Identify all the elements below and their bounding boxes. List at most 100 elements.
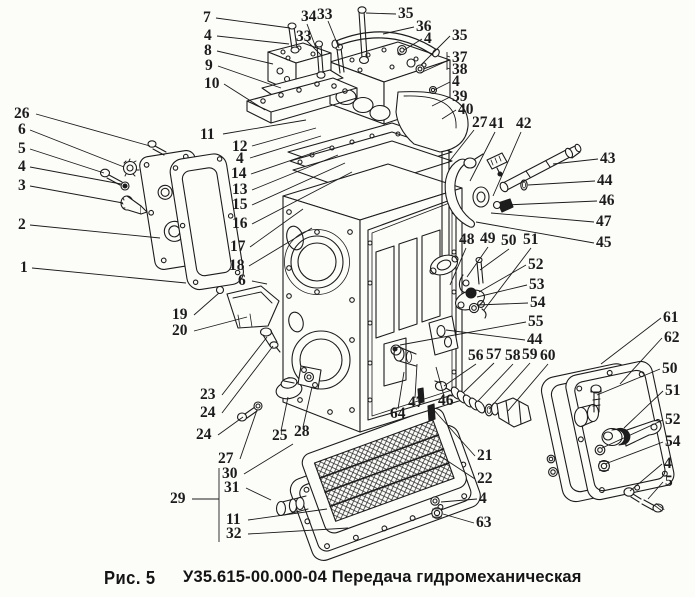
callout-9: 9 bbox=[205, 57, 213, 74]
callout-leader-11 bbox=[222, 119, 307, 135]
callout-leader-31 bbox=[245, 487, 272, 501]
callout-37: 37 bbox=[452, 49, 468, 66]
callout-leader-7 bbox=[215, 17, 291, 29]
callout-16: 16 bbox=[232, 215, 248, 232]
small-valve-block bbox=[246, 42, 358, 124]
callout-15: 15 bbox=[232, 196, 248, 213]
callout-44: 44 bbox=[527, 331, 543, 348]
callout-leader-25 bbox=[280, 396, 289, 432]
callout-leader-47 bbox=[490, 212, 595, 223]
breather-scoop bbox=[215, 285, 280, 329]
callout-leader-54 bbox=[476, 302, 529, 306]
callout-60: 60 bbox=[540, 347, 556, 364]
callout-33: 33 bbox=[317, 6, 333, 23]
left-small-fittings bbox=[99, 140, 167, 215]
callout-26: 26 bbox=[14, 105, 30, 122]
callout-leader-4 bbox=[29, 166, 122, 185]
callout-41: 41 bbox=[489, 115, 505, 132]
callout-14: 14 bbox=[231, 165, 247, 182]
callout-leader-57 bbox=[462, 362, 495, 394]
callout-46: 46 bbox=[599, 192, 615, 209]
callout-leader-17 bbox=[249, 208, 304, 248]
callout-bracket-1 bbox=[419, 60, 448, 74]
main-housing bbox=[282, 122, 463, 433]
callout-leader-21 bbox=[432, 408, 476, 457]
callout-leader-11 bbox=[247, 508, 328, 521]
callout-63: 63 bbox=[476, 514, 492, 531]
callout-leader-8 bbox=[216, 50, 274, 65]
callout-leader-50 bbox=[596, 368, 661, 396]
callout-leader-47 bbox=[414, 363, 418, 399]
callout-leader-51 bbox=[483, 247, 532, 311]
figure-number: Рис. 5 bbox=[104, 567, 156, 588]
suction-mesh-screen bbox=[301, 407, 467, 534]
callout-13: 13 bbox=[232, 181, 248, 198]
linkage-cluster bbox=[428, 254, 487, 356]
callout-42: 42 bbox=[516, 115, 532, 132]
shift-fork-assembly bbox=[441, 143, 582, 259]
callout-leader-4 bbox=[440, 498, 478, 503]
callout-1: 1 bbox=[20, 259, 28, 276]
callout-46: 46 bbox=[438, 392, 454, 409]
callout-24: 24 bbox=[196, 426, 212, 443]
left-gasket bbox=[169, 153, 244, 291]
callout-12: 12 bbox=[232, 138, 248, 155]
callout-leader-18 bbox=[248, 227, 313, 267]
callout-6: 6 bbox=[18, 121, 26, 138]
callout-7: 7 bbox=[203, 9, 211, 26]
callout-3: 3 bbox=[18, 177, 26, 194]
callout-58: 58 bbox=[505, 347, 521, 364]
callout-4: 4 bbox=[479, 490, 487, 507]
callout-64: 64 bbox=[390, 405, 406, 422]
callout-31: 31 bbox=[224, 479, 240, 496]
callout-5: 5 bbox=[665, 473, 673, 490]
callout-leader-16 bbox=[251, 171, 353, 225]
callout-27: 27 bbox=[472, 114, 488, 131]
callout-leader-6 bbox=[251, 280, 268, 285]
callout-leader-33 bbox=[327, 20, 340, 49]
callout-19: 19 bbox=[172, 306, 188, 323]
callout-29: 29 bbox=[170, 490, 186, 507]
callout-leader-6 bbox=[29, 129, 125, 168]
callout-leader-9 bbox=[217, 65, 282, 89]
callout-11: 11 bbox=[226, 511, 241, 528]
callout-61: 61 bbox=[663, 309, 679, 326]
cover-lever-assembly bbox=[546, 384, 665, 513]
callout-44: 44 bbox=[597, 172, 613, 189]
callout-leader-52 bbox=[478, 264, 527, 293]
callout-leader-62 bbox=[619, 337, 663, 385]
callout-leader-63 bbox=[442, 513, 475, 524]
callout-4: 4 bbox=[424, 30, 432, 47]
callout-leader-4 bbox=[216, 35, 290, 45]
callout-55: 55 bbox=[528, 313, 544, 330]
callout-4: 4 bbox=[664, 455, 672, 472]
callout-leader-36 bbox=[382, 26, 415, 35]
filler-plug-and-cover bbox=[275, 365, 322, 400]
callout-48: 48 bbox=[459, 231, 475, 248]
callout-leader-61 bbox=[600, 317, 662, 365]
callout-leader-27 bbox=[239, 409, 258, 460]
callout-4: 4 bbox=[204, 27, 212, 44]
callout-33: 33 bbox=[296, 28, 312, 45]
callout-38: 38 bbox=[452, 61, 468, 78]
callout-leader-23 bbox=[221, 336, 268, 396]
callout-leader-59 bbox=[488, 362, 531, 410]
callout-leader-37 bbox=[446, 55, 451, 58]
callout-leader-28 bbox=[302, 386, 313, 428]
callout-leader-30 bbox=[243, 443, 294, 475]
callout-leader-5 bbox=[647, 481, 664, 500]
upper-valve-manifold bbox=[329, 41, 469, 153]
callout-leader-35 bbox=[420, 35, 451, 66]
callout-57: 57 bbox=[486, 346, 502, 363]
callout-20: 20 bbox=[172, 322, 188, 339]
callout-leader-24 bbox=[221, 345, 274, 414]
callout-25: 25 bbox=[272, 427, 288, 444]
callout-leader-43 bbox=[552, 158, 599, 165]
figure-title: У35.615-00.000-04 Передача гидромеханиче… bbox=[183, 568, 582, 586]
callout-45: 45 bbox=[596, 234, 612, 251]
callout-leader-44 bbox=[527, 180, 596, 186]
callout-27: 27 bbox=[218, 450, 234, 467]
callout-23: 23 bbox=[200, 386, 216, 403]
callout-52: 52 bbox=[528, 256, 544, 273]
